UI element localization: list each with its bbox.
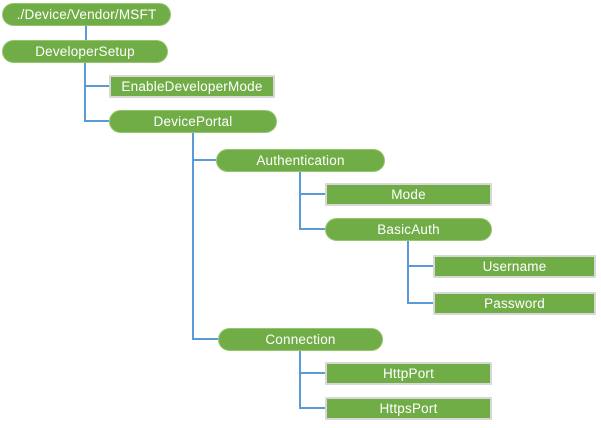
tree-node-httpport: HttpPort (325, 362, 492, 385)
connector-to-httpport (299, 372, 325, 374)
connector-to-enabledevelopermode (84, 85, 109, 87)
tree-node-authentication: Authentication (216, 149, 385, 172)
connector-root-developersetup (85, 25, 87, 41)
connector-to-connection (192, 338, 218, 340)
tree-node-basicauth: BasicAuth (325, 218, 492, 241)
connector-to-password (407, 302, 433, 304)
connector-to-httpsport (299, 407, 325, 409)
connector-to-authentication (192, 159, 216, 161)
connector-to-basicauth (299, 228, 325, 230)
connector-authentication-trunk (299, 171, 301, 230)
connector-to-deviceportal (84, 120, 109, 122)
connector-to-mode (299, 193, 325, 195)
connector-connection-trunk (299, 350, 301, 409)
tree-node-enabledevelopermode: EnableDeveloperMode (109, 75, 275, 98)
tree-node-httpsport: HttpsPort (325, 397, 492, 420)
tree-node-username: Username (433, 255, 596, 278)
tree-node-mode: Mode (325, 183, 492, 206)
tree-node-password: Password (433, 292, 596, 315)
tree-node-deviceportal: DevicePortal (109, 110, 277, 133)
connector-basicauth-trunk (407, 240, 409, 304)
connector-to-username (407, 265, 433, 267)
connector-deviceportal-trunk (192, 132, 194, 340)
tree-node-root: ./Device/Vendor/MSFT (2, 3, 171, 26)
tree-node-connection: Connection (218, 328, 383, 351)
tree-node-developersetup: DeveloperSetup (2, 40, 168, 63)
connector-developersetup-trunk (84, 62, 86, 122)
